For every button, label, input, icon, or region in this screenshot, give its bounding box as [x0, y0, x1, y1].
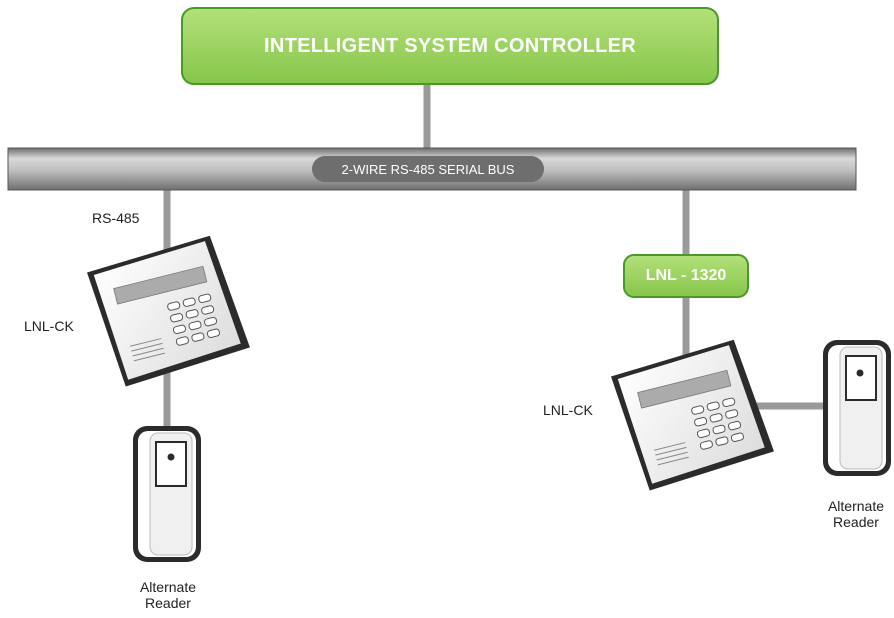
left-reader-device — [133, 426, 201, 562]
right-keypad-label: LNL-CK — [543, 402, 593, 418]
bus-label: 2-WIRE RS-485 SERIAL BUS — [341, 161, 515, 177]
right-reader-label-line1: Alternate — [827, 498, 885, 514]
right-reader-device — [823, 340, 891, 476]
right-reader-label: Alternate Reader — [818, 498, 894, 530]
left-reader-label-line1: Alternate — [139, 579, 197, 595]
rs485-label: RS-485 — [92, 210, 140, 226]
lnl-1320-box — [623, 254, 749, 298]
right-reader-label-line2: Reader — [833, 514, 879, 530]
left-keypad-device — [87, 235, 250, 387]
lnl-1320-label: LNL - 1320 — [645, 267, 727, 284]
bus-label-pill — [312, 156, 544, 182]
controller-label: INTELLIGENT SYSTEM CONTROLLER — [263, 34, 637, 57]
left-reader-label-line2: Reader — [145, 595, 191, 611]
serial-bus — [7, 147, 857, 191]
left-keypad-label: LNL-CK — [24, 318, 74, 334]
right-keypad-device — [611, 339, 774, 491]
controller-box — [181, 7, 719, 85]
left-reader-label: Alternate Reader — [128, 579, 208, 611]
